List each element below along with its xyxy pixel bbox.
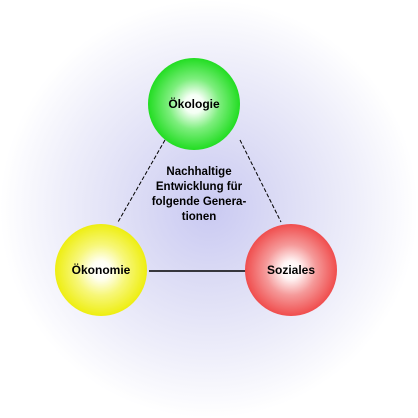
ecology-circle bbox=[148, 58, 240, 150]
center-line-2: Entwicklung für bbox=[156, 181, 243, 193]
center-line-4: tionen bbox=[182, 211, 217, 223]
social-label: Soziales bbox=[267, 263, 315, 277]
node-social: Soziales bbox=[245, 224, 337, 316]
center-text: Nachhaltige Entwicklung für folgende Gen… bbox=[152, 166, 247, 223]
center-line-1: Nachhaltige bbox=[166, 166, 231, 178]
economy-label: Ökonomie bbox=[72, 262, 131, 277]
node-ecology: Ökologie bbox=[148, 58, 240, 150]
center-line-3: folgende Genera- bbox=[152, 196, 247, 208]
economy-circle bbox=[55, 224, 147, 316]
connector-ecology-economy bbox=[117, 139, 166, 223]
node-economy: Ökonomie bbox=[55, 224, 147, 316]
ecology-label: Ökologie bbox=[168, 96, 220, 111]
connector-ecology-social bbox=[239, 139, 282, 223]
social-circle bbox=[245, 224, 337, 316]
